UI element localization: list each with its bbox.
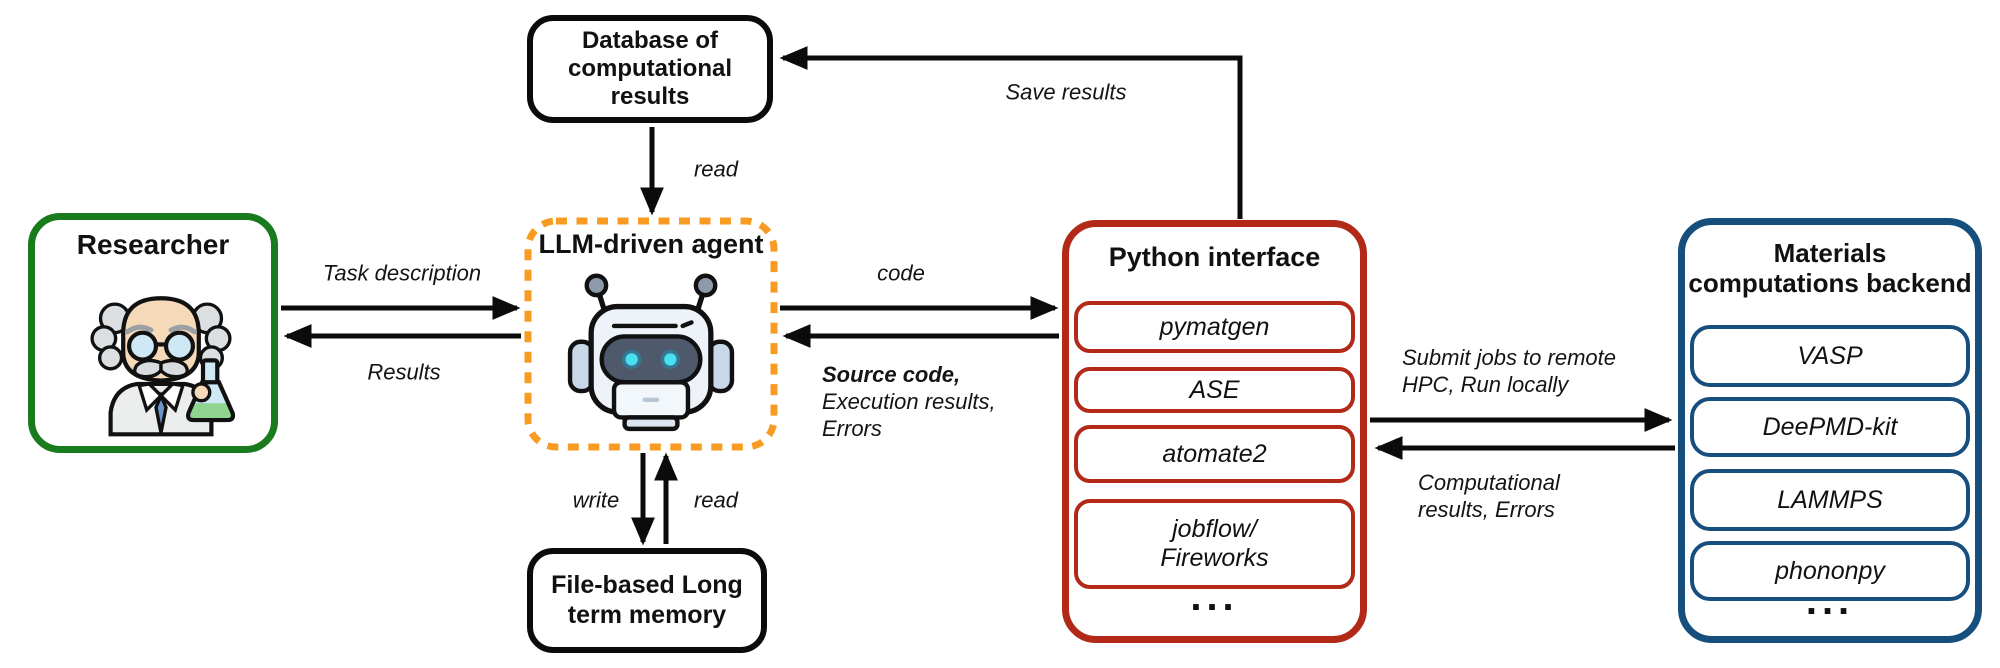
python-item-label: jobflow/ Fireworks — [1160, 515, 1269, 572]
backend-item-label: phononpy — [1775, 556, 1885, 585]
llm-agent-node: LLM-driven agent — [525, 218, 777, 450]
python-interface-title: Python interface — [1108, 242, 1321, 272]
python-item-label: ASE — [1189, 375, 1240, 404]
backend-title: Materials computations backend — [1688, 238, 1972, 299]
label-save-results: Save results — [1005, 79, 1127, 105]
robot-icon — [567, 273, 735, 432]
memory-title: File-based Long term memory — [551, 571, 743, 629]
python-item-label: pymatgen — [1159, 312, 1270, 341]
backend-item-label: VASP — [1797, 341, 1863, 370]
label-submit-jobs: Submit jobs to remote HPC, Run locally — [1402, 345, 1616, 397]
database-title: Database of computational results — [567, 26, 732, 111]
researcher-scientist-icon — [90, 296, 236, 437]
backend-item-label: LAMMPS — [1777, 485, 1883, 514]
researcher-title: Researcher — [76, 229, 230, 260]
label-source-code-detail: Execution results, Errors — [822, 389, 996, 441]
python-interface-node: Python interface pymatgen ASE atomate2 j… — [1062, 220, 1367, 643]
label-memory-read: read — [693, 487, 739, 513]
backend-item-vasp: VASP — [1690, 325, 1970, 387]
python-item-atomate2: atomate2 — [1074, 425, 1355, 483]
memory-node: File-based Long term memory — [527, 548, 767, 653]
python-item-jobflow-fireworks: jobflow/ Fireworks — [1074, 499, 1355, 589]
label-db-read: read — [693, 156, 739, 182]
python-item-label: atomate2 — [1162, 439, 1267, 468]
backend-item-deepmd-kit: DeePMD-kit — [1690, 397, 1970, 457]
label-results: Results — [367, 359, 441, 385]
llm-agent-title: LLM-driven agent — [538, 229, 764, 259]
label-computational-results: Computational results, Errors — [1418, 470, 1560, 522]
database-node: Database of computational results — [527, 15, 773, 123]
label-memory-write: write — [572, 487, 620, 513]
backend-item-lammps: LAMMPS — [1690, 469, 1970, 531]
python-item-ase: ASE — [1074, 367, 1355, 413]
backend-item-label: DeePMD-kit — [1762, 412, 1898, 441]
backend-node: Materials computations backend VASP DeeP… — [1678, 218, 1982, 643]
label-source-code: Source code, Execution results, Errors — [822, 361, 996, 442]
researcher-node: Researcher — [28, 213, 278, 453]
label-source-code-bold: Source code, — [822, 362, 961, 387]
label-task-description: Task description — [322, 260, 482, 286]
python-item-pymatgen: pymatgen — [1074, 301, 1355, 353]
backend-item-phononpy: phononpy — [1690, 541, 1970, 601]
label-code: code — [877, 260, 925, 286]
backend-ellipsis: ... — [1805, 579, 1855, 623]
python-ellipsis: ... — [1190, 575, 1239, 619]
